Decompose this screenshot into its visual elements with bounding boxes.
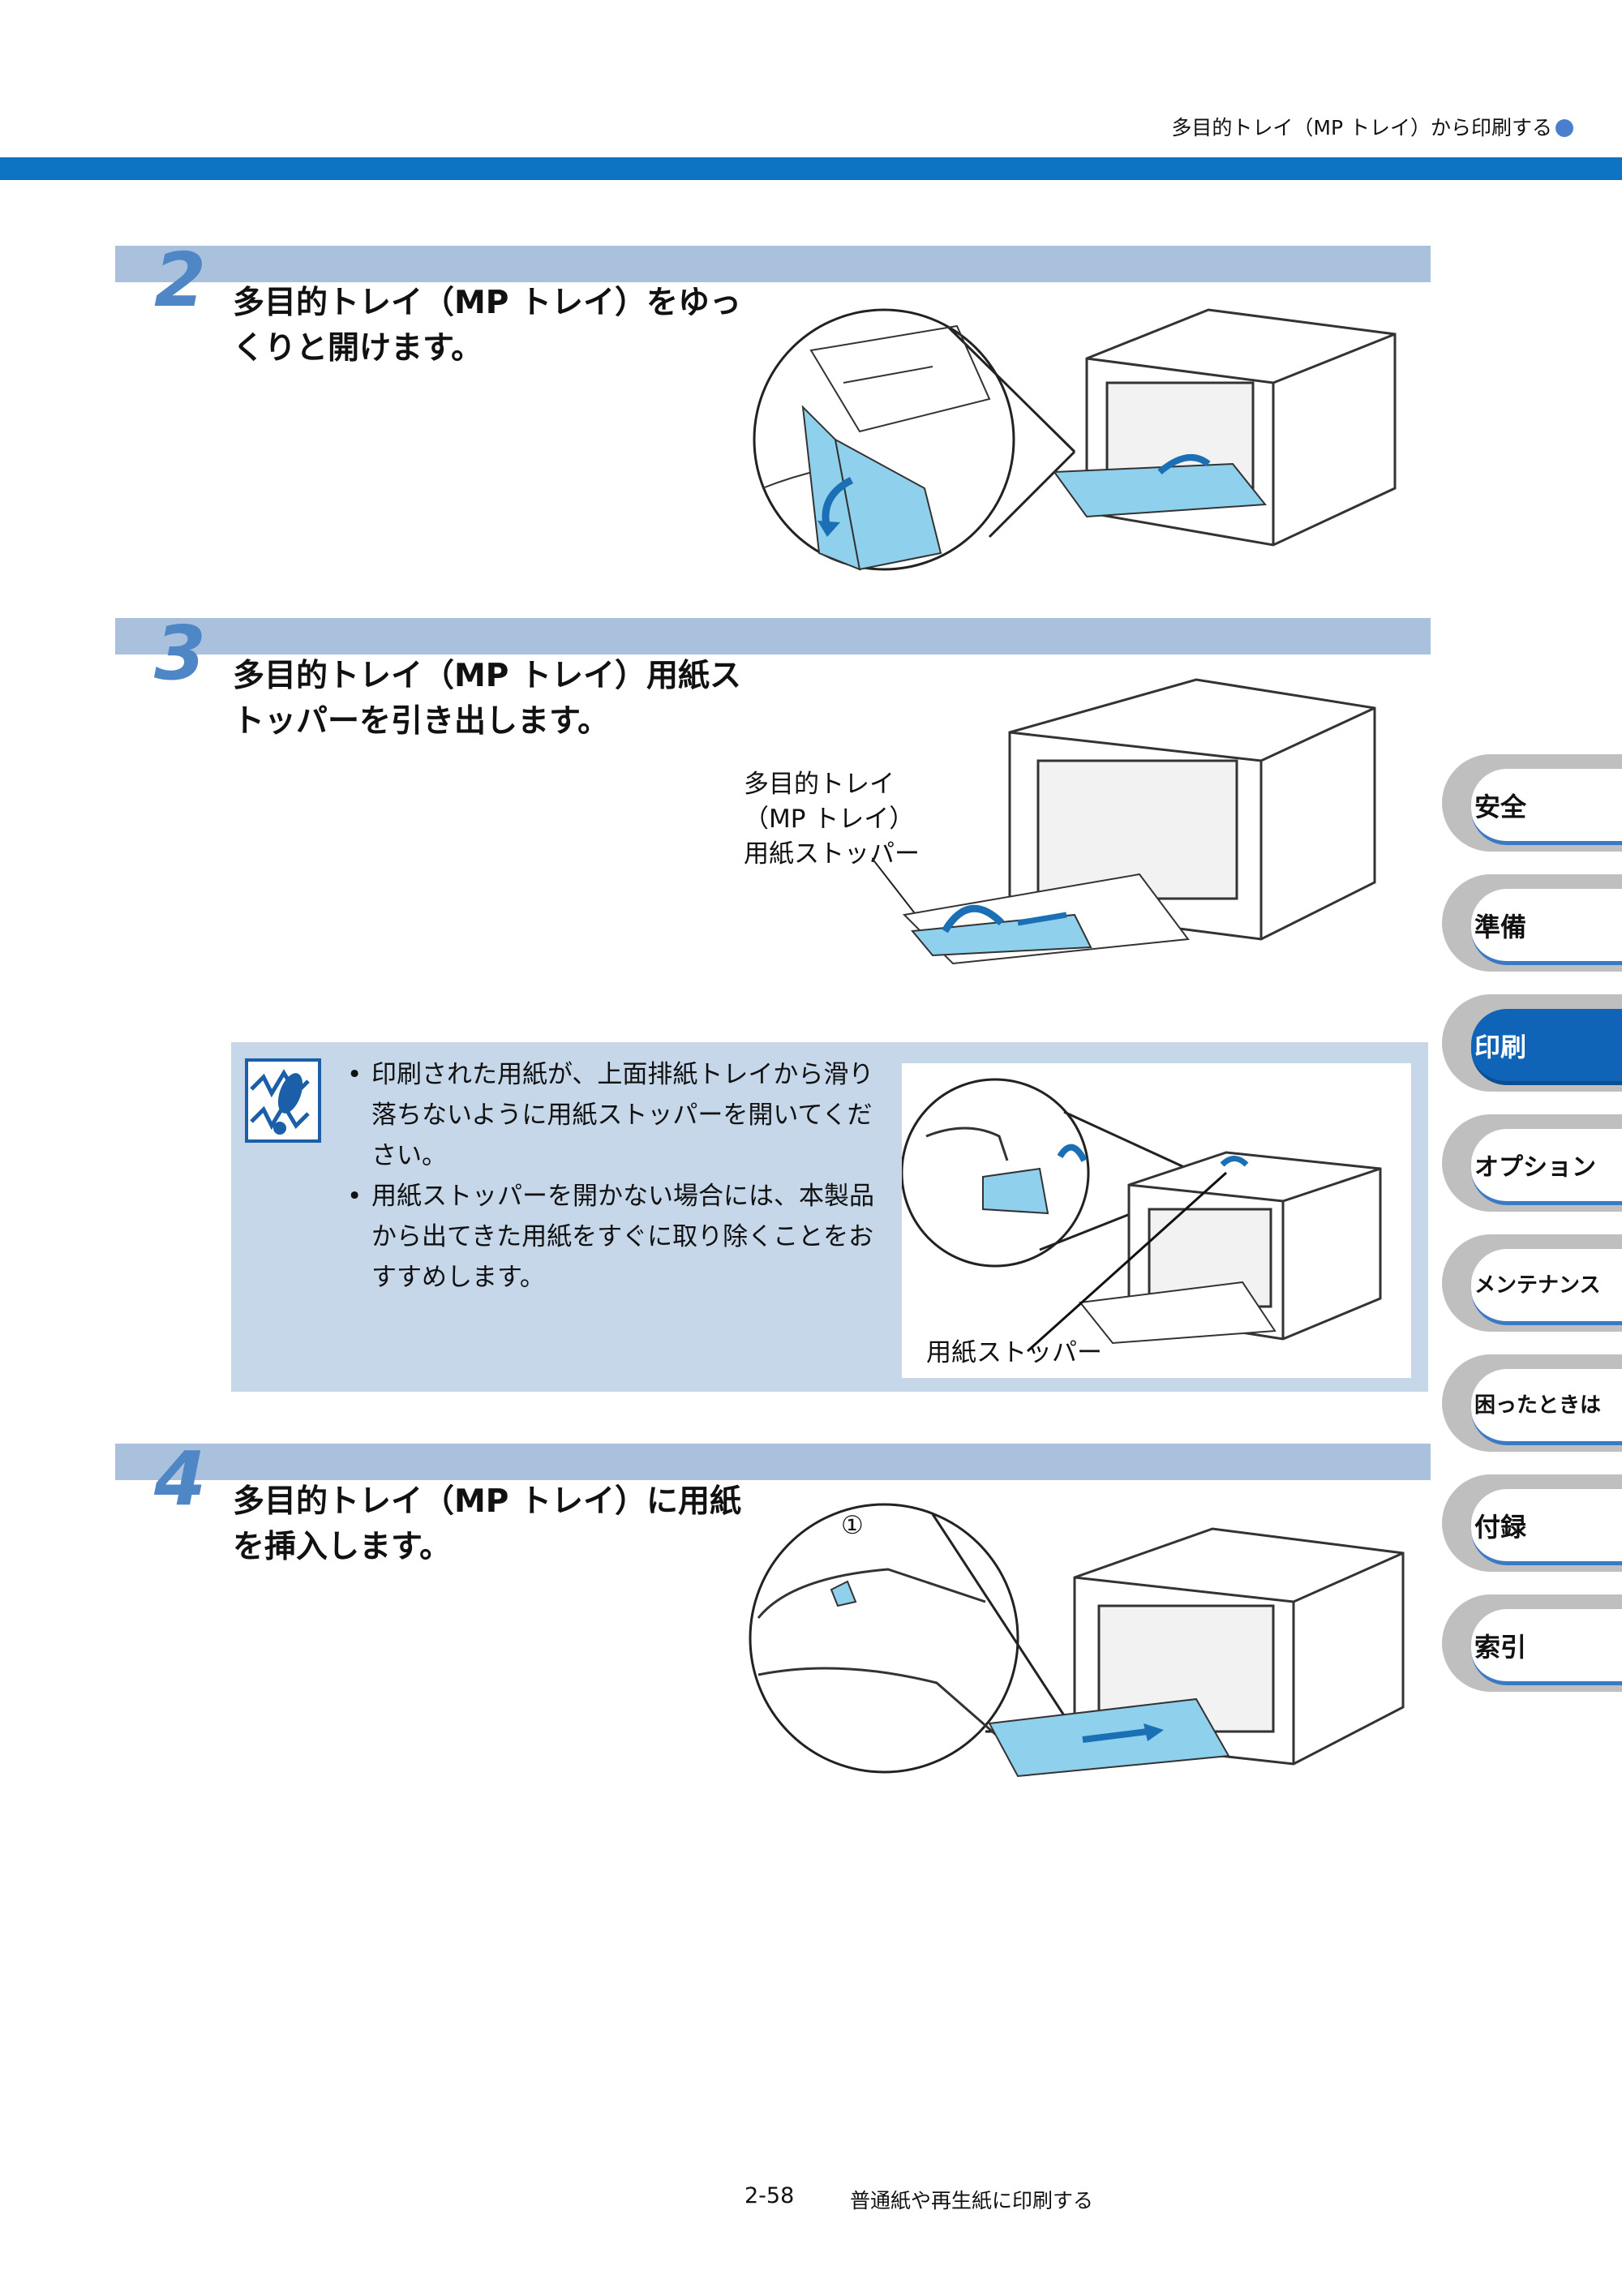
header-dot-icon — [1555, 119, 1573, 137]
side-tab-sakuin[interactable]: 索引 — [1442, 1594, 1622, 1692]
step-2-bar — [115, 246, 1431, 282]
side-tab-surface — [1471, 1489, 1622, 1565]
side-tab-troubleshooting[interactable]: 困ったときは — [1442, 1354, 1622, 1452]
step-2-number: 2 — [154, 237, 207, 324]
caution-icon — [245, 1058, 321, 1143]
side-tab-surface — [1471, 1249, 1622, 1325]
note-photo-label: 用紙ストッパー — [926, 1338, 1102, 1367]
side-tab-label: 準備 — [1474, 912, 1527, 942]
side-tab-label: 困ったときは — [1474, 1393, 1602, 1418]
note-item: • 用紙ストッパーを開かない場合には、本製品から出てきた用紙をすぐに取り除くこと… — [347, 1176, 882, 1298]
step-3-text: 多目的トレイ（MP トレイ）用紙ストッパーを引き出します。 — [233, 658, 741, 740]
callout-line-3: 用紙ストッパー — [744, 839, 920, 869]
note-illustration-panel: 用紙ストッパー — [900, 1063, 1411, 1378]
side-tab-anzen[interactable]: 安全 — [1442, 754, 1622, 852]
step-2-illustration — [753, 308, 1397, 571]
side-tab-label: 索引 — [1474, 1632, 1527, 1663]
step-3-callout: 多目的トレイ （MP トレイ） 用紙ストッパー — [744, 767, 920, 872]
side-tab-label: 付録 — [1474, 1512, 1527, 1543]
step-3-number: 3 — [154, 610, 207, 697]
note-item-1-text: 印刷された用紙が、上面排紙トレイから滑り落ちないように用紙ストッパーを開いてくだ… — [371, 1060, 874, 1170]
side-tab-label: 安全 — [1474, 792, 1527, 822]
step-4-text: 多目的トレイ（MP トレイ）に用紙を挿入します。 — [233, 1483, 741, 1565]
side-tab-label: オプション — [1474, 1153, 1596, 1182]
running-header-title: 多目的トレイ（MP トレイ）から印刷する — [1171, 116, 1552, 139]
step-3-illustration — [872, 678, 1376, 965]
footer-section-title: 普通紙や再生紙に印刷する — [850, 2189, 1094, 2212]
note-bullet: • — [347, 1060, 363, 1089]
side-tab-label: 印刷 — [1474, 1032, 1527, 1062]
step-4-illustration — [749, 1503, 1405, 1778]
note-illustration — [900, 1078, 1382, 1353]
side-tab-furoku[interactable]: 付録 — [1442, 1474, 1622, 1572]
side-tab-surface — [1471, 1009, 1622, 1085]
note-bullet: • — [347, 1182, 363, 1211]
note-text: • 印刷された用紙が、上面排紙トレイから滑り落ちないように用紙ストッパーを開いて… — [347, 1054, 882, 1298]
callout-line-2: （MP トレイ） — [744, 805, 915, 834]
top-rule — [0, 157, 1622, 180]
step-2-text: 多目的トレイ（MP トレイ）をゆっくりと開けます。 — [233, 285, 741, 367]
note-item: • 印刷された用紙が、上面排紙トレイから滑り落ちないように用紙ストッパーを開いて… — [347, 1054, 882, 1176]
side-tab-surface — [1471, 1609, 1622, 1685]
side-tab-surface — [1471, 769, 1622, 845]
callout-line-1: 多目的トレイ — [744, 770, 895, 799]
step-4-bar — [115, 1444, 1431, 1480]
side-tab-surface — [1471, 1129, 1622, 1205]
side-tab-junbi[interactable]: 準備 — [1442, 874, 1622, 972]
side-tab-surface — [1471, 889, 1622, 965]
step-4-marker: ① — [841, 1511, 864, 1540]
step-3-bar — [115, 618, 1431, 654]
footer-page-number: 2-58 — [744, 2183, 795, 2208]
side-tab-insatsu[interactable]: 印刷 — [1442, 994, 1622, 1092]
note-item-2-text: 用紙ストッパーを開かない場合には、本製品から出てきた用紙をすぐに取り除くことをお… — [371, 1182, 874, 1292]
side-tab-label: メンテナンス — [1474, 1273, 1601, 1298]
step-4-number: 4 — [154, 1436, 207, 1522]
side-tab-surface — [1471, 1369, 1622, 1445]
side-tab-maintenance[interactable]: メンテナンス — [1442, 1234, 1622, 1332]
running-header: 多目的トレイ（MP トレイ）から印刷する — [1054, 112, 1573, 141]
side-tab-option[interactable]: オプション — [1442, 1114, 1622, 1212]
